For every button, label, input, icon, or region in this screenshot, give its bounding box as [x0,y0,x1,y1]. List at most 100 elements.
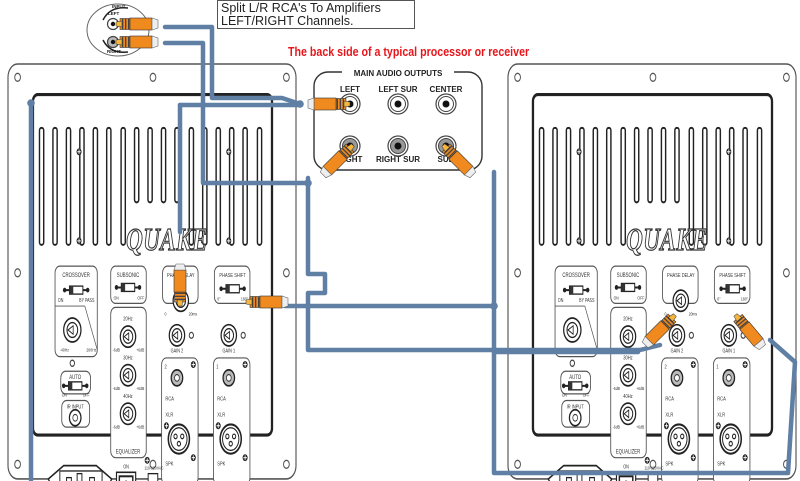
crossover-switch[interactable] [562,285,590,295]
eq-max-label: +6dB [136,347,144,353]
mount-hole-icon [283,268,290,278]
subsonic-switch[interactable] [114,282,142,293]
crossover-on-label: ON [558,297,563,303]
plug-left-amp-rca1 [245,295,289,309]
rca-input-2[interactable] [670,369,684,387]
xlr-jack-1[interactable] [219,423,243,455]
heatsink-fin [579,126,585,246]
receiver-jack-right-sur[interactable] [387,135,409,157]
cable-receiver-sub [491,169,798,476]
mount-hole-icon [149,459,157,469]
crossover-panel [54,265,98,358]
gain-2-knob[interactable] [668,323,686,347]
heatsink-fin [188,126,195,246]
gain-1-label: GAIN 1 [723,348,736,354]
gain-1-knob[interactable] [220,323,238,347]
led-indicator [188,331,194,339]
eq-knob-0[interactable] [119,325,137,349]
screw-icon [726,148,732,156]
subsonic-switch[interactable] [614,282,642,293]
screw-icon [726,237,732,245]
rca-input-1[interactable] [722,369,736,387]
spk-label-1: SPK [217,461,226,468]
plug-right-amp-rca2 [641,313,677,349]
voltage-selector[interactable] [147,472,159,481]
heatsink-fin [620,126,627,246]
receiver-jack-label-5: SUB [438,155,455,164]
heatsink-fin [538,126,545,246]
led-indicator [569,359,576,367]
subsonic-on-label: ON [614,295,619,301]
phase-delay-knob[interactable] [672,289,690,313]
xlr-jack-1[interactable] [719,423,743,455]
xlr-label-1: XLR [217,412,225,419]
crossover-switch[interactable] [62,285,90,295]
eq-knob-2[interactable] [119,402,137,426]
crossover-knob[interactable] [63,317,82,343]
gain-1-knob[interactable] [720,323,738,347]
heatsink-fin [38,126,45,246]
eq-knob-1[interactable] [119,363,137,387]
screw-icon [663,422,669,430]
screw-icon [242,454,248,462]
gain-2-knob[interactable] [168,323,186,347]
channel-2-label: 2 [664,364,666,371]
heatsink-fin [215,126,222,246]
eq-band-label-2: 40Hz [623,393,633,400]
plug-source-right [115,35,159,49]
mount-hole-icon [514,459,521,469]
phase-shift-switch[interactable] [719,284,746,294]
subsonic-label: SUBSONIC [617,272,640,279]
phase-shift-label: PHASE SHIFT [719,272,745,279]
spk-label-1: SPK [717,461,726,468]
eq-min-label: -6dB [113,424,120,430]
spk-label-2: SPK [665,461,674,468]
crossover-on-label: ON [58,297,63,303]
cable-junction-dot [27,99,35,107]
screw-icon [715,422,721,430]
equalizer-label: EQUALIZER [116,449,141,456]
channel-1-panel [213,357,251,481]
crossover-min-label: -40Hz [60,347,69,353]
heatsink-fin [256,126,263,246]
auto-switch[interactable] [61,381,89,391]
heatsink-fin [742,126,748,246]
led-indicator [240,331,246,339]
power-on-label: ON [123,464,129,470]
ir-input-jack[interactable] [568,408,582,427]
heatsink-fin [660,126,667,204]
screw-icon [690,361,696,369]
heatsink-fin [647,126,653,204]
crossover-knob[interactable] [563,317,582,343]
subsonic-off-label: OFF [637,295,644,301]
phase-shift-min-label: 0° [217,296,221,302]
eq-knob-1[interactable] [619,363,637,387]
xlr-jack-2[interactable] [167,423,191,455]
receiver-jack-center[interactable] [435,93,457,115]
heatsink-fin [565,126,572,246]
xlr-jack-2[interactable] [667,423,691,455]
rca-input-2[interactable] [170,369,184,387]
eq-knob-2[interactable] [619,402,637,426]
spk-label-2: SPK [165,461,174,468]
auto-switch[interactable] [561,381,589,391]
mount-hole-icon [14,459,21,469]
phase-shift-switch[interactable] [219,284,246,294]
heatsink-fin [92,126,99,246]
mount-hole-icon [783,268,790,278]
screw-icon [742,454,748,462]
rca-input-1[interactable] [222,369,236,387]
plug-receiver-sub [441,143,477,179]
power-on-label: ON [623,464,629,470]
mount-hole-icon [149,72,157,82]
receiver-jack-left-sur[interactable] [387,93,409,115]
heatsink-fin [756,126,763,246]
cable-junction-dot [304,179,312,187]
screw-icon [644,456,650,464]
screw-icon [76,148,82,156]
ir-input-jack[interactable] [68,408,82,427]
eq-knob-0[interactable] [619,325,637,349]
brand-logo: QUAKE [626,223,708,259]
mount-hole-icon [14,268,21,278]
